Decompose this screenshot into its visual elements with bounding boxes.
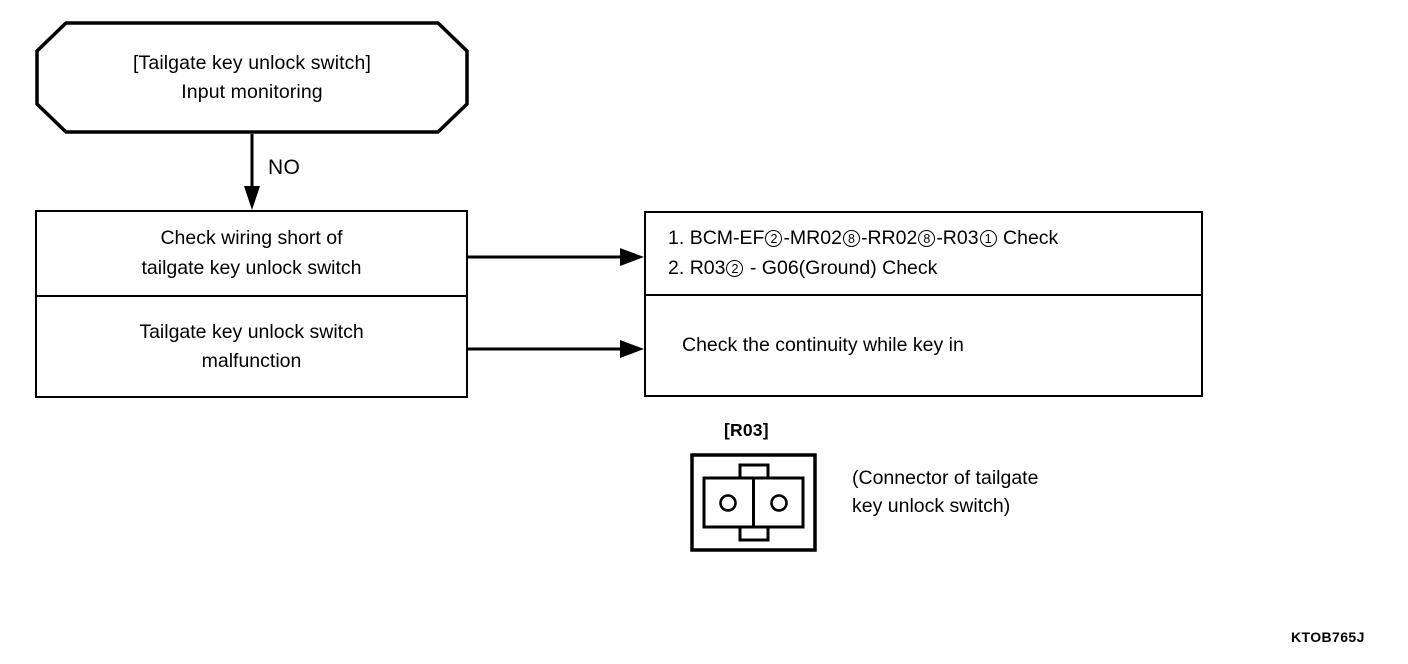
connector-pinout-figure: [690, 453, 817, 552]
decision-line-2: Input monitoring: [181, 80, 323, 103]
no-branch-label: NO: [268, 156, 301, 179]
item1-segment-4: -R03: [936, 227, 979, 250]
connector-caption-line-1: (Connector of tailgate: [852, 467, 1039, 489]
left-cell-check-wiring-text: Check wiring short of tailgate key unloc…: [141, 224, 361, 283]
item1-segment-3: -RR02: [860, 227, 918, 250]
left-cell-switch-malfunction-text: Tailgate key unlock switch malfunction: [139, 318, 363, 377]
arrow-left-cell2-to-right-cell2-icon: [468, 340, 644, 358]
left-condition-box: Check wiring short of tailgate key unloc…: [35, 210, 468, 398]
item1-pin-4: 1: [979, 230, 997, 248]
connector-pinout-icon: [690, 453, 817, 552]
item1-segment-2: -MR02: [783, 227, 842, 250]
connector-caption-line-2: key unlock switch): [852, 495, 1011, 518]
item1-index: 1.: [668, 227, 685, 250]
left-cell2-line-1: Tailgate key unlock switch: [139, 320, 364, 343]
octagon-outline-icon: [35, 21, 469, 134]
item1-segment-1: BCM-EF: [689, 227, 765, 250]
decision-line-1: [Tailgate key unlock switch]: [133, 52, 371, 75]
left-cell-switch-malfunction: Tailgate key unlock switch malfunction: [37, 297, 466, 397]
item2-index: 2.: [668, 256, 685, 279]
item2-tail: - G06(Ground) Check: [749, 256, 938, 279]
right-cell-continuity-check-text: Check the continuity while key in: [682, 334, 964, 357]
connector-designation-label: [R03]: [724, 420, 769, 440]
right-cell-continuity-check: Check the continuity while key in: [646, 296, 1201, 396]
item1-tail: Check: [1003, 227, 1059, 250]
item1-pin-1: 2: [765, 230, 783, 248]
decision-octagon: [Tailgate key unlock switch] Input monit…: [35, 21, 469, 134]
item1-pin-3: 8: [918, 230, 936, 248]
right-box-divider: [646, 294, 1201, 296]
item2-pin-1: 2: [726, 259, 744, 277]
arrow-left-cell1-to-right-cell1-icon: [468, 248, 644, 266]
left-box-divider: [37, 295, 466, 297]
decision-octagon-text: [Tailgate key unlock switch] Input monit…: [35, 21, 469, 134]
left-cell1-line-1: Check wiring short of: [160, 227, 343, 250]
item1-pin-2: 8: [842, 230, 860, 248]
connector-caption: (Connector of tailgate key unlock switch…: [852, 464, 1038, 521]
no-branch-arrow-icon: [244, 134, 260, 210]
item2-segment-1: R03: [689, 256, 726, 279]
left-cell1-line-2: tailgate key unlock switch: [141, 256, 362, 279]
left-cell2-line-2: malfunction: [201, 350, 302, 372]
figure-reference-code: KTOB765J: [1291, 629, 1365, 645]
left-cell-check-wiring: Check wiring short of tailgate key unloc…: [37, 212, 466, 295]
